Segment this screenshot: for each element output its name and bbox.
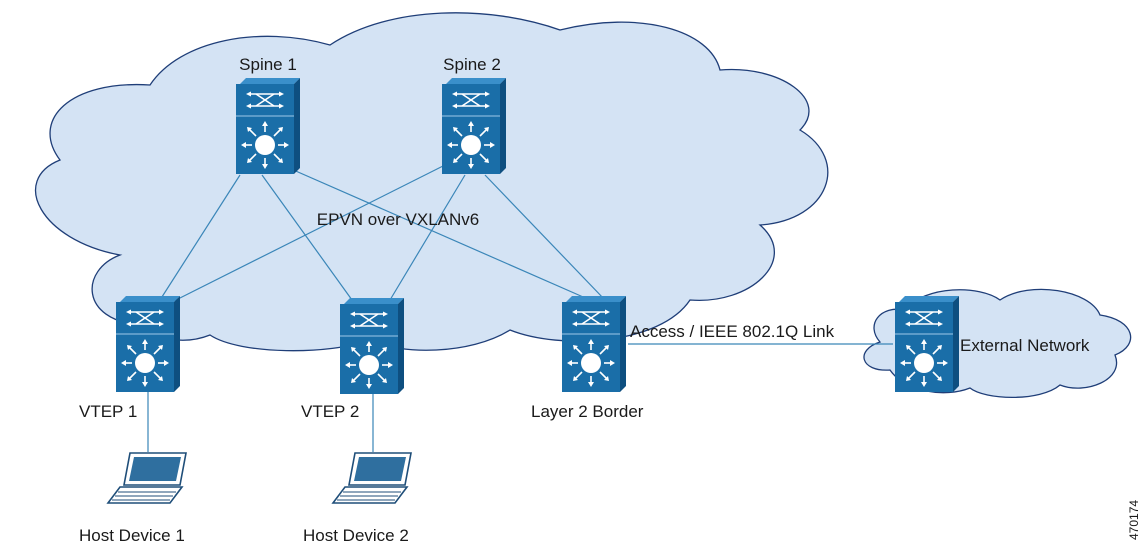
layer2-border-label: Layer 2 Border xyxy=(531,402,644,421)
spine-1-switch-icon xyxy=(236,78,300,174)
link-spine1-vtep2 xyxy=(261,174,353,301)
link-lines xyxy=(147,164,893,452)
figure-id: 470174 xyxy=(1127,500,1141,540)
host-device-2-label: Host Device 2 xyxy=(303,526,409,545)
external-network-label: External Network xyxy=(960,336,1090,355)
fabric-label: EPVN over VXLANv6 xyxy=(317,210,480,229)
link-spine1-border xyxy=(281,164,591,301)
layer2-border-switch-icon xyxy=(562,296,626,392)
spine-2-label: Spine 2 xyxy=(443,55,501,74)
link-label: Access / IEEE 802.1Q Link xyxy=(630,322,835,341)
fabric-cloud xyxy=(34,12,829,352)
link-spine2-border xyxy=(484,174,606,301)
host-device-2-laptop-icon xyxy=(331,452,412,504)
link-spine1-vtep1 xyxy=(159,174,241,301)
spine-2-switch-icon xyxy=(442,78,506,174)
link-spine2-vtep2 xyxy=(389,174,466,301)
link-spine2-vtep1 xyxy=(171,164,446,303)
external-switch-icon xyxy=(895,296,959,392)
vtep-1-switch-icon xyxy=(116,296,180,392)
vtep-1-label: VTEP 1 xyxy=(79,402,137,421)
vtep-2-label: VTEP 2 xyxy=(301,402,359,421)
host-device-1-laptop-icon xyxy=(106,452,187,504)
vtep-2-switch-icon xyxy=(340,298,404,394)
host-device-1-label: Host Device 1 xyxy=(79,526,185,545)
spine-1-label: Spine 1 xyxy=(239,55,297,74)
